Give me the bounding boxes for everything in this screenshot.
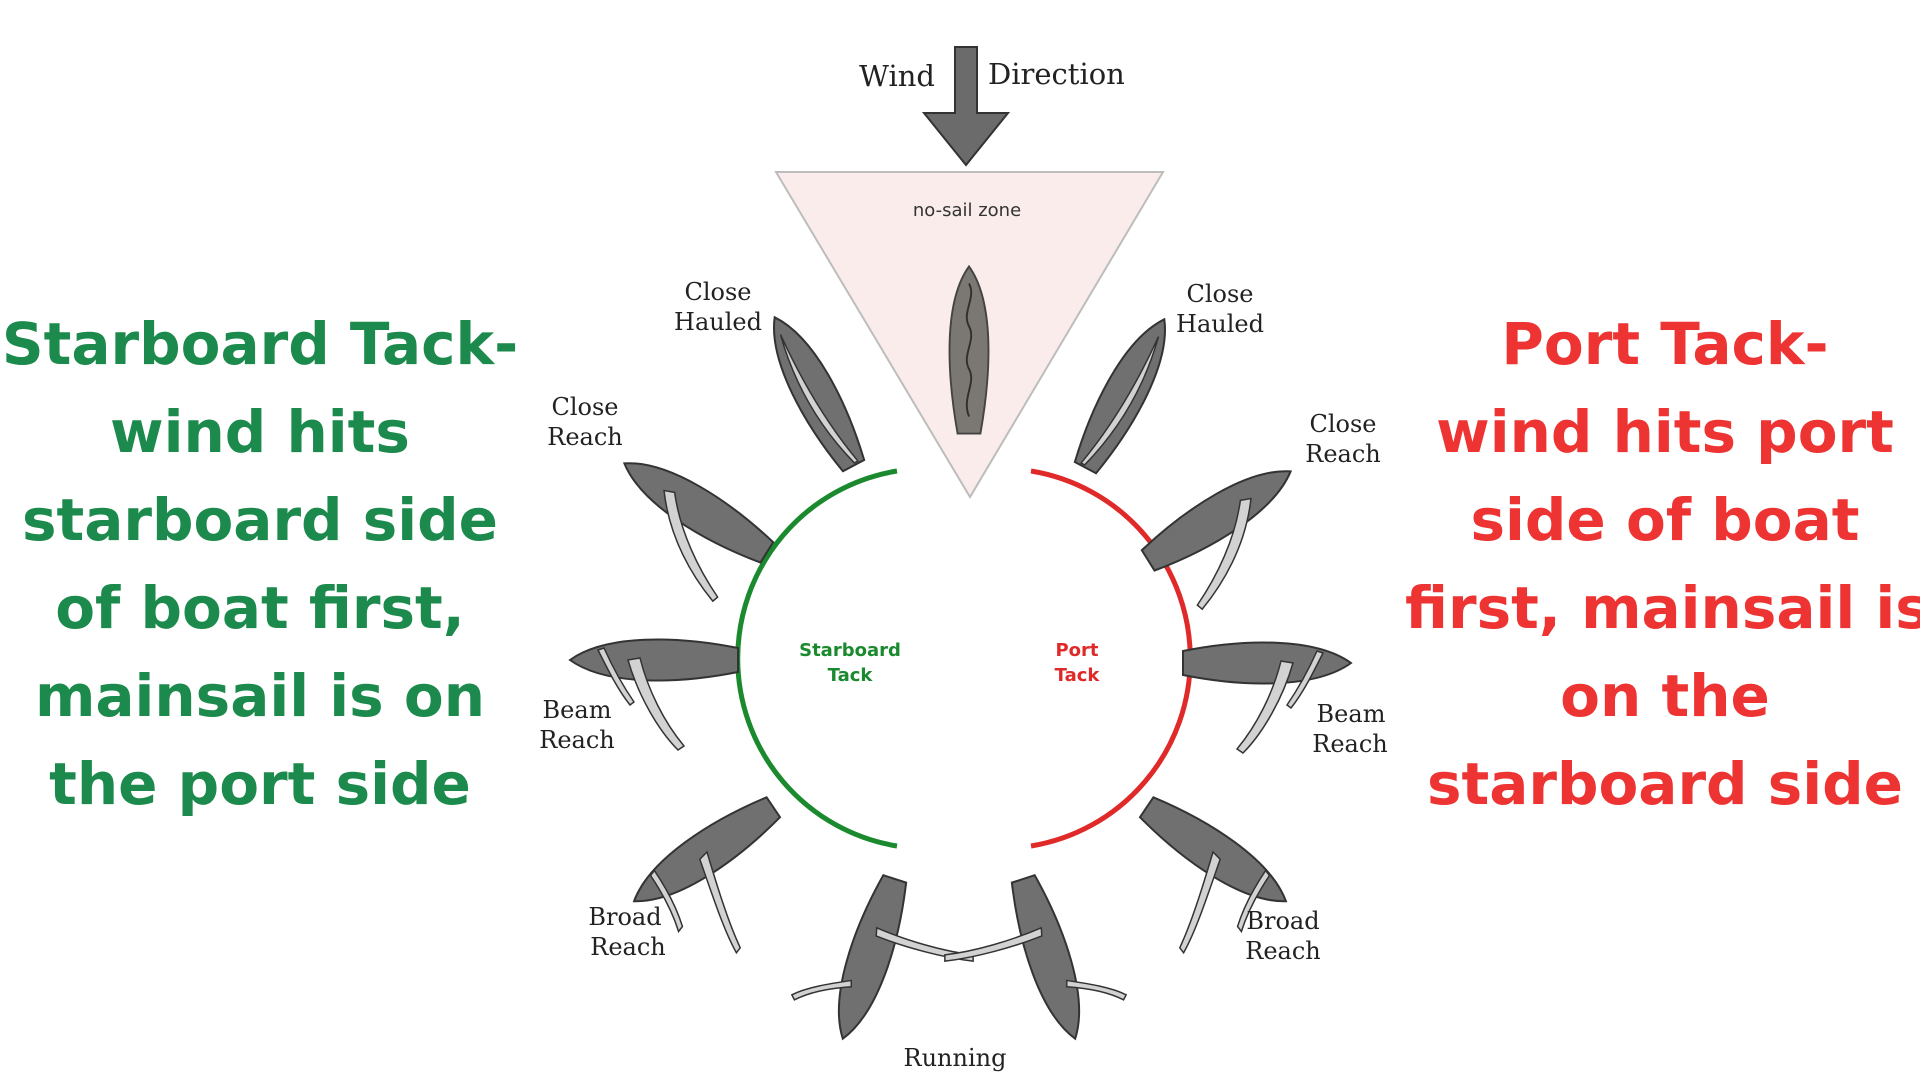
label-close-reach-left-1: Close [551,393,618,421]
port-text-line-1: Port Tack- [1501,310,1829,378]
label-beam-reach-left-2: Reach [539,726,614,754]
label-beam-reach-right-1: Beam [1317,700,1386,728]
boat-close-hauled-port [1066,308,1184,479]
port-tack-label-1: Port [1055,640,1098,661]
label-close-reach-left-2: Reach [547,423,622,451]
direction-label: Direction [988,57,1125,91]
label-close-hauled-left-2: Hauled [674,308,762,336]
boat-close-reach-port [1136,452,1303,611]
port-text-line-4: first, mainsail is [1405,574,1920,642]
boat-running-port [944,871,1128,1047]
port-text-line-5: on the [1560,662,1770,730]
port-text-line-2: wind hits port [1436,398,1894,466]
boat-broad-reach-port [1134,789,1299,955]
label-broad-reach-left-2: Reach [590,933,665,961]
port-text-line-3: side of boat [1470,486,1860,554]
boat-beam-reach-port [1182,641,1352,754]
label-beam-reach-right-2: Reach [1312,730,1387,758]
starboard-tack-label-2: Tack [828,665,874,686]
label-running: Running [904,1044,1007,1072]
port-text-line-6: starboard side [1426,750,1904,818]
port-tack-label-2: Tack [1055,665,1101,686]
boat-broad-reach-starboard [621,789,786,955]
label-close-hauled-right-2: Hauled [1176,310,1264,338]
starboard-text-line-5: mainsail is on [34,662,486,730]
boat-beam-reach-starboard [569,638,739,751]
starboard-text-line-6: the port side [49,750,471,818]
starboard-text-line-4: of boat first, [55,574,465,642]
starboard-text-line-3: starboard side [21,486,499,554]
label-close-hauled-left-1: Close [684,278,751,306]
label-broad-reach-left-1: Broad [588,903,661,931]
boat-running-starboard [790,871,974,1047]
label-beam-reach-left-1: Beam [543,696,612,724]
boat-close-hauled-starboard [755,306,873,477]
boat-head-to-wind [948,264,990,435]
starboard-tack-label-1: Starboard [799,640,901,661]
label-broad-reach-right-2: Reach [1245,937,1320,965]
wind-arrow-icon [921,46,1011,167]
label-close-hauled-right-1: Close [1186,280,1253,308]
starboard-text-line-2: wind hits [110,398,410,466]
label-broad-reach-right-1: Broad [1246,907,1319,935]
no-sail-zone-label: no-sail zone [913,200,1021,221]
starboard-text-line-1: Starboard Tack- [1,310,519,378]
boat-close-reach-starboard [612,444,779,603]
starboard-tack-explanation: Starboard Tack- wind hits starboard side… [0,300,520,828]
wind-label: Wind [859,59,935,93]
label-close-reach-right-1: Close [1309,410,1376,438]
label-close-reach-right-2: Reach [1305,440,1380,468]
port-tack-explanation: Port Tack- wind hits port side of boat f… [1405,300,1920,828]
